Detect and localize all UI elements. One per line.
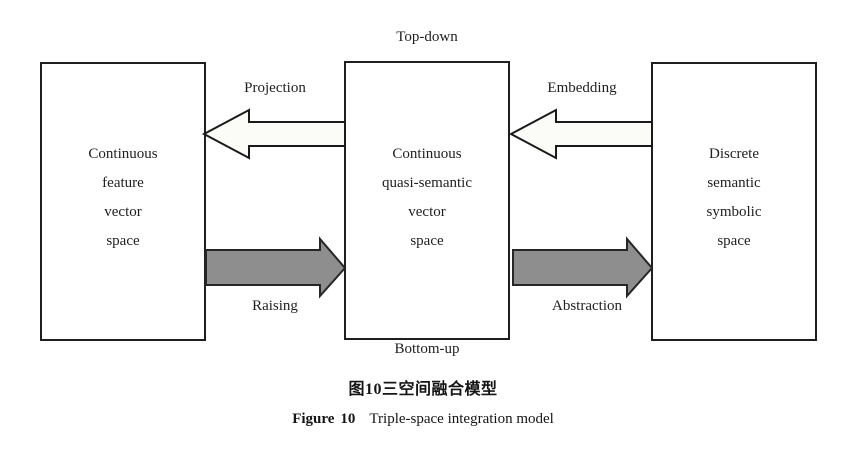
box-line: space <box>106 233 140 249</box>
caption-english: Figure 10 Triple-space integration model <box>0 409 846 429</box>
bottom-up-flow-label: Bottom-up <box>394 341 460 357</box>
arrow-label-raising: Raising <box>252 298 298 314</box>
box-line: space <box>717 233 751 249</box>
box-line: Continuous <box>392 146 462 162</box>
box-line: Continuous <box>88 146 158 162</box>
caption-en-number: 10 <box>340 411 356 427</box>
box-line: quasi-semantic <box>382 175 472 191</box>
caption-cn-title: 三空间融合模型 <box>382 379 498 398</box>
box-line: vector <box>408 204 446 220</box>
caption-en-title: Triple-space integration model <box>369 411 554 427</box>
caption-en-prefix: Figure <box>292 411 335 427</box>
arrow-raising <box>205 236 347 299</box>
caption-chinese: 图10三空间融合模型 <box>0 378 846 401</box>
arrow-abstraction <box>512 236 654 299</box>
box-line: vector <box>104 204 142 220</box>
arrow-label-embedding: Embedding <box>547 80 617 96</box>
arrow-label-projection: Projection <box>244 80 306 96</box>
box-continuous-quasi-semantic-vector-space <box>344 61 510 340</box>
box-label-continuous-feature-vector-space: Continuous feature vector space <box>41 140 205 256</box>
box-label-continuous-quasi-semantic-vector-space: Continuous quasi-semantic vector space <box>345 140 509 256</box>
arrow-embedding <box>508 108 653 160</box>
top-down-flow-label: Top-down <box>396 29 458 45</box>
box-continuous-feature-vector-space <box>40 62 206 341</box>
box-label-discrete-semantic-symbolic-space: Discrete semantic symbolic space <box>652 140 816 256</box>
box-line: space <box>410 233 444 249</box>
box-line: feature <box>102 175 144 191</box>
box-line: semantic <box>707 175 761 191</box>
box-discrete-semantic-symbolic-space <box>651 62 817 341</box>
box-line: symbolic <box>706 204 762 220</box>
arrow-projection <box>201 108 346 160</box>
caption-cn-number: 10 <box>365 381 382 398</box>
caption-cn-prefix: 图 <box>348 379 365 398</box>
arrow-label-abstraction: Abstraction <box>552 298 622 314</box>
box-line: Discrete <box>709 146 759 162</box>
